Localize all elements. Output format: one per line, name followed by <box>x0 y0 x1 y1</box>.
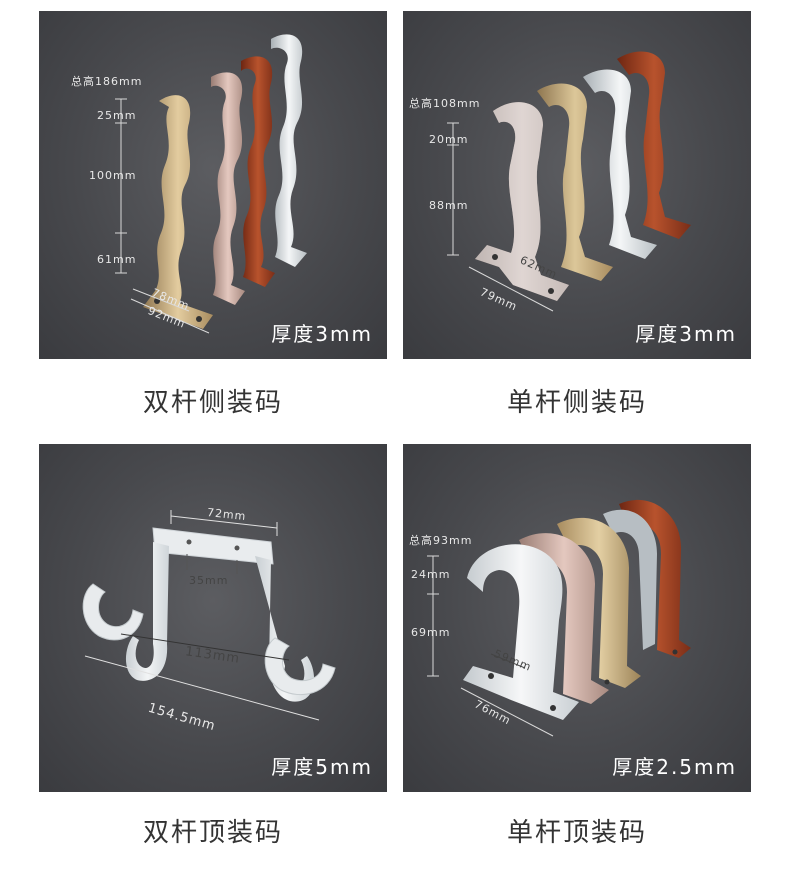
top-height-label: 20mm <box>429 133 469 146</box>
total-height-label: 总高108mm <box>409 97 481 110</box>
wood-bracket <box>617 51 691 239</box>
caption-single-top: 单杆顶装码 <box>506 818 647 848</box>
silver-bracket <box>583 69 657 259</box>
hole-spacing-label: 35mm <box>189 574 229 587</box>
double-top-bracket-illustration <box>82 510 336 721</box>
thickness-label: 厚度2.5mm <box>612 755 737 779</box>
thickness-label: 厚度3mm <box>635 322 737 346</box>
screw-hole <box>672 649 678 655</box>
screw-hole <box>604 679 610 685</box>
screw-hole <box>196 316 202 322</box>
top-height-label: 25mm <box>97 109 137 122</box>
screw-hole <box>186 539 192 545</box>
wood-bracket <box>241 56 275 287</box>
middle-height-label: 88mm <box>429 199 469 212</box>
screw-hole <box>488 673 494 679</box>
caption-double-top: 双杆顶装码 <box>142 818 283 848</box>
bottom-height-label: 61mm <box>97 253 137 266</box>
rose-bracket <box>211 72 245 305</box>
total-height-label: 总高93mm <box>409 534 473 547</box>
screw-hole <box>492 254 498 260</box>
single-side-bracket-illustration <box>447 51 691 312</box>
total-height-label: 总高186mm <box>71 75 143 88</box>
product-panel-double-top: 72mm 35mm 113mm 154.5mm 厚度5mm <box>39 444 387 792</box>
caption-single-side: 单杆侧装码 <box>506 388 647 418</box>
middle-height-label: 100mm <box>89 169 137 182</box>
gold-bracket <box>143 95 213 330</box>
product-panel-single-side: 总高108mm 20mm 88mm 62mm 79mm 厚度3mm <box>403 11 751 359</box>
double-side-bracket-illustration <box>115 34 307 334</box>
product-panel-double-side: 总高186mm 25mm 100mm 61mm 78mm 92mm 厚度3mm <box>39 11 387 359</box>
silver-bracket <box>271 34 307 267</box>
gold-bracket <box>537 83 613 281</box>
middle-height-label: 69mm <box>411 626 451 639</box>
screw-hole <box>548 288 554 294</box>
caption-double-side: 双杆侧装码 <box>142 388 283 418</box>
screw-hole <box>550 705 556 711</box>
thickness-label: 厚度5mm <box>271 755 373 779</box>
product-panel-single-top: 总高93mm 24mm 69mm 59mm 76mm 厚度2.5mm <box>403 444 751 792</box>
single-top-bracket-illustration <box>427 499 691 737</box>
top-height-label: 24mm <box>411 568 451 581</box>
screw-hole <box>234 545 240 551</box>
thickness-label: 厚度3mm <box>271 322 373 346</box>
